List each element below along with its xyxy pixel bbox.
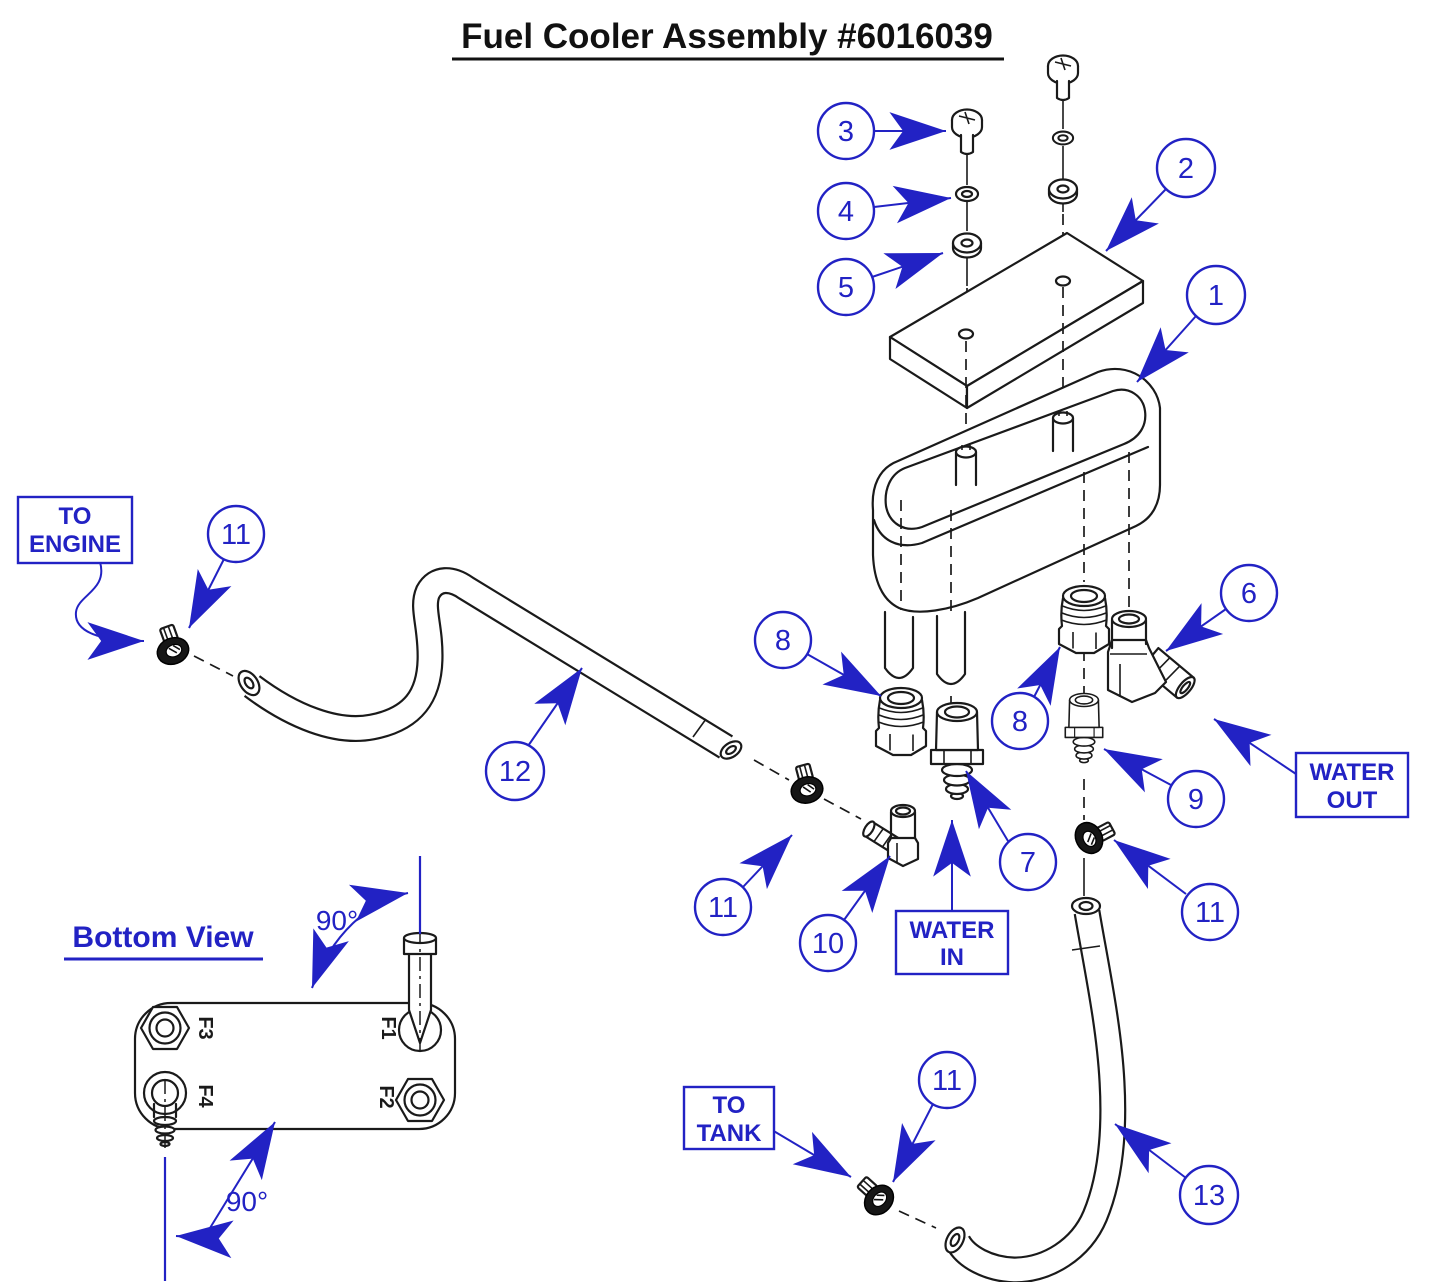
label-line: TANK xyxy=(697,1120,763,1147)
svg-text:7: 7 xyxy=(1020,847,1036,879)
label-line: ENGINE xyxy=(29,531,121,558)
callout-6: 6 xyxy=(1165,563,1279,652)
hidden-port-lines xyxy=(900,452,1130,612)
angle-value: 90° xyxy=(226,1186,268,1217)
label-line: TO xyxy=(59,503,92,530)
angle-annotation-top: 90° xyxy=(311,856,422,989)
callout-1: 1 xyxy=(1136,264,1247,383)
callout-7: 7 xyxy=(965,770,1058,892)
callout-3: 3 xyxy=(816,101,946,161)
fitting-dash-lines xyxy=(900,650,1085,820)
svg-text:11: 11 xyxy=(1195,897,1225,929)
svg-text:9: 9 xyxy=(1188,784,1204,816)
label-to-tank: TO TANK xyxy=(682,1085,852,1178)
hose-clamp-11-tank xyxy=(848,1170,901,1222)
alignment-dash-lines xyxy=(965,287,1064,446)
label-to-engine: TO ENGINE xyxy=(16,495,145,660)
callout-13: 13 xyxy=(1114,1123,1240,1226)
callout-12: 12 xyxy=(484,667,583,802)
diagram-title: Fuel Cooler Assembly #6016039 xyxy=(461,17,993,56)
svg-text:12: 12 xyxy=(499,756,531,788)
bottom-view-title: Bottom View xyxy=(72,921,254,954)
elbow-fitting-6 xyxy=(1106,609,1196,704)
port-f2 xyxy=(394,1077,446,1123)
callout-8-right: 8 xyxy=(990,646,1061,751)
port-label-f2: F2 xyxy=(375,1085,397,1108)
svg-text:10: 10 xyxy=(812,928,844,960)
svg-text:11: 11 xyxy=(932,1065,962,1097)
label-line: WATER xyxy=(910,917,995,944)
hose-clamp-11-engine xyxy=(148,620,194,670)
callout-11-right: 11 xyxy=(1113,839,1240,942)
svg-text:6: 6 xyxy=(1241,578,1257,610)
callout-9: 9 xyxy=(1103,748,1226,829)
flat-washer-icon xyxy=(1047,178,1079,205)
port-label-f1: F1 xyxy=(377,1016,399,1039)
screw-icon xyxy=(1046,54,1080,102)
svg-text:4: 4 xyxy=(838,196,854,228)
bottom-ports xyxy=(883,610,967,686)
port-label-f4: F4 xyxy=(194,1084,216,1108)
hex-bushing-8-right xyxy=(1057,584,1111,655)
callout-11-tank: 11 xyxy=(892,1050,977,1183)
bottom-view-plate xyxy=(133,1001,457,1131)
label-water-in: WATER IN xyxy=(894,820,1010,976)
screw-icon xyxy=(950,108,984,156)
lock-washer-icon xyxy=(1051,130,1075,146)
label-line: TO xyxy=(713,1092,746,1119)
svg-text:1: 1 xyxy=(1208,280,1224,312)
elbow-fitting-10 xyxy=(862,803,920,868)
port-f4 xyxy=(142,1070,188,1152)
fuel-hose-12 xyxy=(237,567,743,760)
hex-bushing-8-left xyxy=(874,686,928,757)
bottom-view: F3 F1 F4 F2 Bottom View 90° 90° xyxy=(64,856,457,1281)
cover-plate xyxy=(888,231,1145,410)
assembly-dash-lines xyxy=(193,655,937,1229)
barb-fitting-9 xyxy=(1064,692,1104,764)
svg-text:8: 8 xyxy=(1012,706,1028,738)
port-label-f3: F3 xyxy=(194,1016,216,1039)
callout-10: 10 xyxy=(798,855,891,973)
label-water-out: WATER OUT xyxy=(1213,718,1410,819)
callout-8-left: 8 xyxy=(753,610,882,697)
svg-text:3: 3 xyxy=(838,116,854,148)
angle-value: 90° xyxy=(316,905,358,936)
angle-annotation-bottom: 90° xyxy=(163,1121,276,1281)
hose-clamp-11-mid xyxy=(783,760,827,808)
callout-2: 2 xyxy=(1105,137,1217,252)
callout-4: 4 xyxy=(816,181,952,241)
svg-text:2: 2 xyxy=(1178,153,1194,185)
label-line: WATER xyxy=(1310,759,1395,786)
fuel-cooler-body xyxy=(871,367,1162,613)
fuel-hose-13 xyxy=(944,896,1127,1282)
port-f1 xyxy=(397,930,443,1053)
svg-text:5: 5 xyxy=(838,272,854,304)
callout-11-engine: 11 xyxy=(188,504,266,629)
lock-washer-icon xyxy=(954,185,980,203)
fastener-stack-right xyxy=(1046,54,1080,274)
callout-5: 5 xyxy=(816,252,944,317)
label-line: IN xyxy=(940,944,964,971)
svg-text:11: 11 xyxy=(708,892,738,924)
svg-text:11: 11 xyxy=(221,519,251,551)
flat-washer-icon xyxy=(951,232,983,259)
svg-text:8: 8 xyxy=(775,625,791,657)
label-line: OUT xyxy=(1327,787,1378,814)
hose-clamp-11-right xyxy=(1068,811,1120,860)
svg-text:13: 13 xyxy=(1193,1180,1225,1212)
port-f3 xyxy=(139,1005,191,1051)
callout-11-mid: 11 xyxy=(693,834,793,937)
